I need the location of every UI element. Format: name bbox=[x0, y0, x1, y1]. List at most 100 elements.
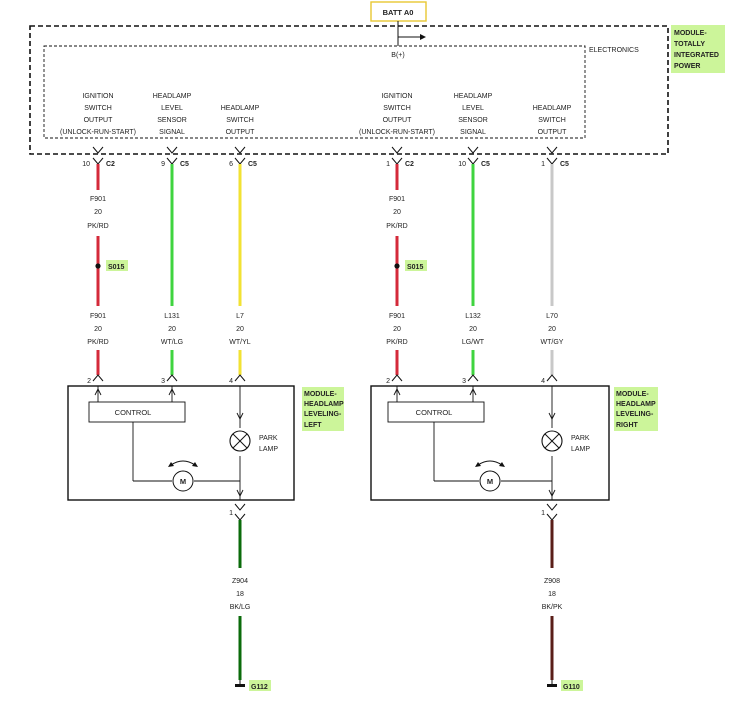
module-left-internal-lines bbox=[94, 386, 244, 500]
svg-text:WT/LG: WT/LG bbox=[161, 339, 183, 346]
svg-text:F901: F901 bbox=[389, 313, 405, 320]
tip-signal-right-2: HEADLAMP LEVEL SENSOR SIGNAL bbox=[454, 93, 493, 136]
svg-text:OUTPUT: OUTPUT bbox=[226, 129, 256, 136]
svg-text:IGNITION: IGNITION bbox=[82, 93, 113, 100]
splice-left-label: S015 bbox=[108, 264, 124, 271]
conn-pin-left-1: 10 bbox=[82, 161, 90, 168]
svg-text:LEVEL: LEVEL bbox=[161, 105, 183, 112]
wire-label-left-upper: F901 20 PK/RD bbox=[87, 196, 108, 230]
module-right-internal-lines bbox=[393, 386, 556, 500]
motor-left-rotation-head-a bbox=[168, 462, 174, 467]
svg-text:HEADLAMP: HEADLAMP bbox=[221, 105, 260, 112]
tip-signal-right-1: IGNITION SWITCH OUTPUT (UNLOCK-RUN-START… bbox=[359, 93, 435, 136]
svg-text:LG/WT: LG/WT bbox=[462, 339, 485, 346]
park-lamp-left-label-1: PARK bbox=[259, 435, 278, 442]
module-pin-left-3: 4 bbox=[229, 378, 233, 385]
ground-left-symbol bbox=[235, 684, 245, 687]
tip-signal-left-2: HEADLAMP LEVEL SENSOR SIGNAL bbox=[153, 93, 192, 136]
module-right-name-4: RIGHT bbox=[616, 422, 639, 429]
ground-right-symbol bbox=[547, 684, 557, 687]
tip-signal-left-3: HEADLAMP SWITCH OUTPUT bbox=[221, 105, 260, 136]
conn-pin-left-3: 6 bbox=[229, 161, 233, 168]
svg-text:OUTPUT: OUTPUT bbox=[84, 117, 114, 124]
ground-chevrons bbox=[234, 503, 558, 521]
module-right-name-highlight bbox=[614, 387, 658, 431]
wire-label-right-upper: F901 20 PK/RD bbox=[386, 196, 407, 230]
park-lamp-right-label-1: PARK bbox=[571, 435, 590, 442]
svg-text:20: 20 bbox=[168, 326, 176, 333]
svg-text:HEADLAMP: HEADLAMP bbox=[454, 93, 493, 100]
tip-module-name-2: TOTALLY bbox=[674, 41, 705, 48]
module-pin-left-1: 2 bbox=[87, 378, 91, 385]
control-left-label: CONTROL bbox=[115, 408, 152, 417]
tip-module-outline bbox=[29, 25, 669, 155]
splice-left-dot bbox=[95, 263, 101, 269]
wire-label-right-l70: L70 20 WT/GY bbox=[541, 313, 564, 346]
batt-arrow-head bbox=[420, 34, 426, 40]
wire-label-left-f901: F901 20 PK/RD bbox=[87, 313, 108, 346]
park-lamp-left-x-b bbox=[232, 433, 248, 449]
batt-label: BATT A0 bbox=[383, 8, 414, 17]
control-left-box bbox=[88, 401, 186, 423]
module-right-name-1: MODULE- bbox=[616, 391, 649, 398]
module-pin-right-2: 3 bbox=[462, 378, 466, 385]
svg-text:OUTPUT: OUTPUT bbox=[383, 117, 413, 124]
bplus-label: B(+) bbox=[391, 52, 404, 59]
module-left-name-3: LEVELING- bbox=[304, 411, 342, 418]
motor-right-circle bbox=[479, 470, 501, 492]
svg-text:OUTPUT: OUTPUT bbox=[538, 129, 568, 136]
svg-text:18: 18 bbox=[548, 591, 556, 598]
tip-signal-right-3: HEADLAMP SWITCH OUTPUT bbox=[533, 105, 572, 136]
ground-left-label: G112 bbox=[251, 684, 268, 691]
conn-id-right-3: C5 bbox=[560, 161, 569, 168]
wire-label-left-z904: Z904 18 BK/LG bbox=[230, 578, 251, 611]
svg-text:18: 18 bbox=[236, 591, 244, 598]
svg-text:20: 20 bbox=[236, 326, 244, 333]
conn-pin-left-2: 9 bbox=[161, 161, 165, 168]
svg-text:IGNITION: IGNITION bbox=[381, 93, 412, 100]
svg-text:WT/YL: WT/YL bbox=[229, 339, 250, 346]
svg-text:SIGNAL: SIGNAL bbox=[159, 129, 185, 136]
control-right-box bbox=[387, 401, 485, 423]
conn-id-left-2: C5 bbox=[180, 161, 189, 168]
svg-text:LEVEL: LEVEL bbox=[462, 105, 484, 112]
motor-right-rotation-head-a bbox=[475, 462, 481, 467]
tip-module-highlight bbox=[671, 25, 725, 73]
wire-label-right-l132: L132 20 LG/WT bbox=[462, 313, 485, 346]
ground-left-highlight bbox=[249, 680, 271, 691]
module-left-name-4: LEFT bbox=[304, 422, 322, 429]
svg-text:HEADLAMP: HEADLAMP bbox=[153, 93, 192, 100]
svg-text:PK/RD: PK/RD bbox=[386, 339, 407, 346]
svg-text:L132: L132 bbox=[465, 313, 481, 320]
tip-signal-left-1: IGNITION SWITCH OUTPUT (UNLOCK-RUN-START… bbox=[60, 93, 136, 136]
wire-label-right-z908: Z908 18 BK/PK bbox=[542, 578, 563, 611]
svg-text:HEADLAMP: HEADLAMP bbox=[533, 105, 572, 112]
splice-right-dot bbox=[394, 263, 400, 269]
svg-text:(UNLOCK-RUN-START): (UNLOCK-RUN-START) bbox=[359, 129, 435, 136]
module-left-outline bbox=[67, 385, 295, 501]
svg-text:PK/RD: PK/RD bbox=[386, 223, 407, 230]
wire-label-left-l131: L131 20 WT/LG bbox=[161, 313, 183, 346]
module-left-name-2: HEADLAMP bbox=[304, 401, 344, 408]
svg-text:SIGNAL: SIGNAL bbox=[460, 129, 486, 136]
tip-module-name-1: MODULE- bbox=[674, 30, 707, 37]
svg-text:20: 20 bbox=[94, 209, 102, 216]
svg-text:L7: L7 bbox=[236, 313, 244, 320]
svg-text:L131: L131 bbox=[164, 313, 180, 320]
module-right-outline bbox=[370, 385, 610, 501]
svg-text:PK/RD: PK/RD bbox=[87, 339, 108, 346]
tip-module-name-4: POWER bbox=[674, 63, 700, 70]
svg-text:SWITCH: SWITCH bbox=[226, 117, 254, 124]
svg-text:L70: L70 bbox=[546, 313, 558, 320]
conn-pin-right-2: 10 bbox=[458, 161, 466, 168]
ground-right-highlight bbox=[561, 680, 583, 691]
park-lamp-left-label-2: LAMP bbox=[259, 446, 278, 453]
module-left-name-highlight bbox=[302, 387, 344, 431]
svg-text:20: 20 bbox=[469, 326, 477, 333]
svg-text:SWITCH: SWITCH bbox=[383, 105, 411, 112]
tip-module-name-3: INTEGRATED bbox=[674, 52, 719, 59]
motor-right-rotation-head-b bbox=[499, 462, 505, 467]
svg-text:SWITCH: SWITCH bbox=[538, 117, 566, 124]
module-pin-right-3: 4 bbox=[541, 378, 545, 385]
